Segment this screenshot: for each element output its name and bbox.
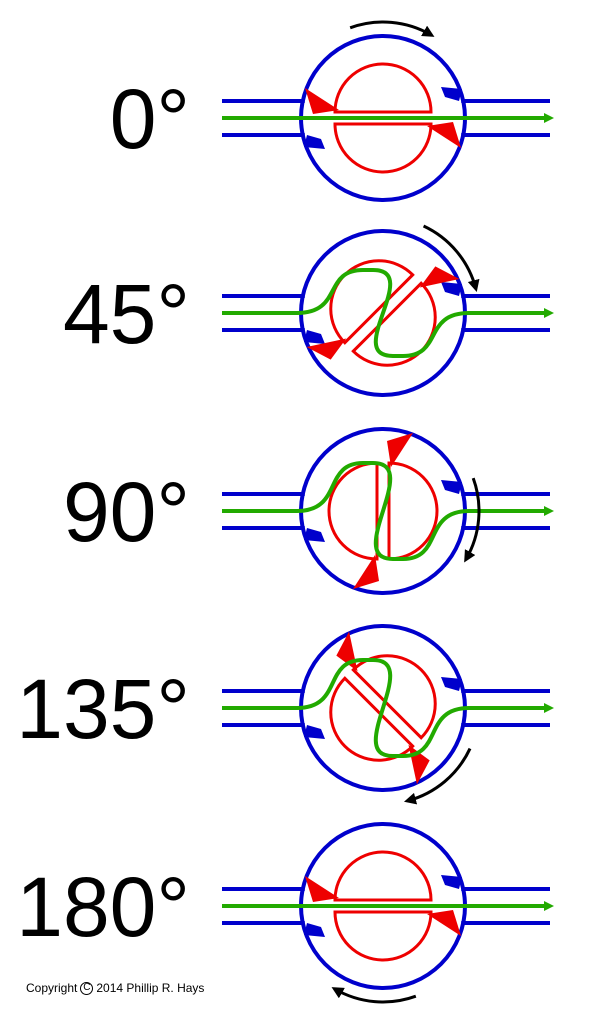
- rotor: [327, 433, 439, 589]
- copyright-text: 2014 Phillip R. Hays: [96, 981, 205, 995]
- seat-wedge: [441, 480, 462, 494]
- flow-path: [222, 658, 554, 758]
- rotor-seal: [305, 876, 339, 902]
- seat-wedge: [304, 923, 325, 937]
- rotor-chamber-bottom: [387, 461, 439, 561]
- rotor-seal: [427, 910, 461, 936]
- rotor-seal: [306, 338, 347, 360]
- rotor: [305, 850, 461, 962]
- angle-label: 90°: [63, 465, 190, 559]
- flow-path: [222, 268, 554, 358]
- stages-layer: 0° 45° 90° 135° 180°: [16, 20, 554, 1004]
- valve-stage: 90°: [63, 427, 554, 595]
- rotor: [305, 62, 461, 174]
- seat-wedge: [441, 875, 462, 889]
- angle-label: 0°: [110, 72, 190, 166]
- rotation-arrow: [403, 747, 472, 805]
- valve-stage: 45°: [63, 224, 554, 397]
- seat-wedge: [441, 87, 462, 101]
- rotor-seal: [427, 122, 461, 148]
- seat-wedge: [304, 330, 325, 344]
- seat-wedge: [304, 135, 325, 149]
- rotor-seal: [387, 433, 413, 467]
- rotor-seal: [353, 555, 379, 589]
- angle-label: 180°: [16, 860, 190, 954]
- rotor-seal: [305, 88, 339, 114]
- seat-wedge: [441, 282, 462, 296]
- valve-stage: 180°: [16, 822, 554, 1004]
- copyright-symbol-icon: C: [80, 981, 94, 995]
- angle-label: 135°: [16, 662, 190, 756]
- rotor-chamber-top: [333, 62, 433, 114]
- valve-stage: 0°: [110, 20, 554, 202]
- rotation-arrow: [422, 224, 480, 293]
- rotation-arrow: [331, 987, 417, 1004]
- rotor-chamber-bottom: [333, 122, 433, 174]
- flow-path: [222, 461, 554, 561]
- copyright-prefix: Copyright: [26, 981, 78, 995]
- seat-wedge: [441, 677, 462, 691]
- rotation-arrow: [464, 477, 481, 563]
- angle-label: 45°: [63, 267, 190, 361]
- rotor-chamber-top: [333, 910, 433, 962]
- rotation-arrow: [349, 20, 435, 37]
- rotor-chamber-bottom: [333, 850, 433, 902]
- seat-wedge: [304, 528, 325, 542]
- rotor-seal: [419, 266, 460, 288]
- valve-stage: 135°: [16, 624, 554, 805]
- copyright-notice: Copyright C 2014 Phillip R. Hays: [26, 981, 204, 995]
- rotor-chamber-top: [327, 461, 379, 561]
- seat-wedge: [304, 725, 325, 739]
